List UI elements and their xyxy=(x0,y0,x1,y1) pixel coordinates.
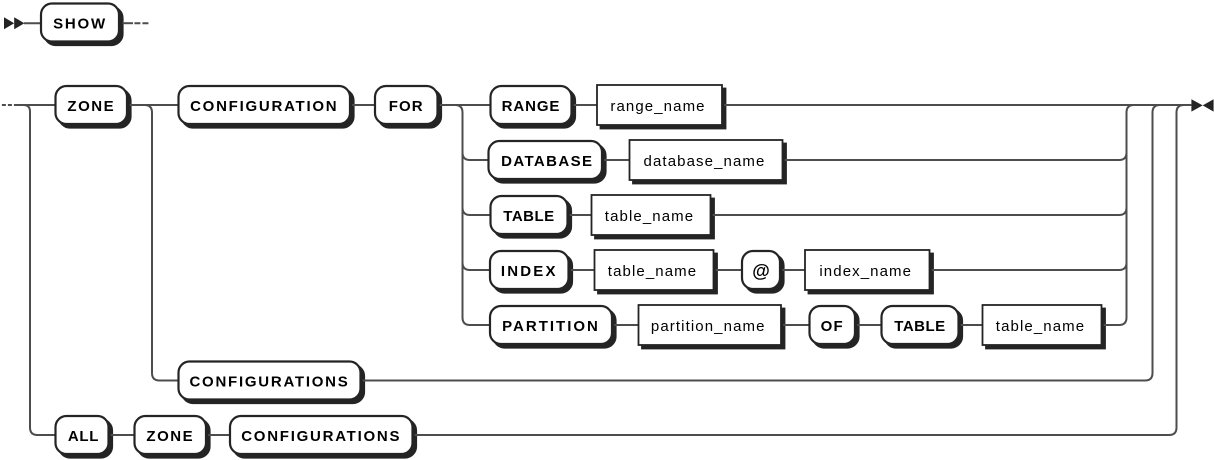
svg-text:FOR: FOR xyxy=(389,98,424,115)
svg-text:PARTITION: PARTITION xyxy=(502,318,600,335)
svg-text:table_name: table_name xyxy=(608,263,697,280)
svg-text:SHOW: SHOW xyxy=(53,15,107,32)
svg-text:@: @ xyxy=(752,261,770,281)
svg-text:RANGE: RANGE xyxy=(502,98,561,115)
svg-text:database_name: database_name xyxy=(644,153,766,170)
svg-text:TABLE: TABLE xyxy=(894,318,945,335)
svg-text:table_name: table_name xyxy=(605,208,694,225)
svg-text:TABLE: TABLE xyxy=(503,208,554,225)
svg-text:CONFIGURATIONS: CONFIGURATIONS xyxy=(189,373,349,390)
svg-text:OF: OF xyxy=(821,318,844,335)
svg-text:INDEX: INDEX xyxy=(501,263,558,280)
svg-text:CONFIGURATIONS: CONFIGURATIONS xyxy=(241,428,401,445)
svg-text:DATABASE: DATABASE xyxy=(501,153,593,170)
svg-text:index_name: index_name xyxy=(819,263,912,280)
svg-text:ALL: ALL xyxy=(68,428,99,445)
svg-text:partition_name: partition_name xyxy=(651,318,766,335)
svg-text:range_name: range_name xyxy=(610,98,705,115)
svg-text:ZONE: ZONE xyxy=(146,428,194,445)
svg-text:CONFIGURATION: CONFIGURATION xyxy=(190,98,338,115)
svg-text:table_name: table_name xyxy=(996,318,1085,335)
svg-text:ZONE: ZONE xyxy=(67,98,115,115)
